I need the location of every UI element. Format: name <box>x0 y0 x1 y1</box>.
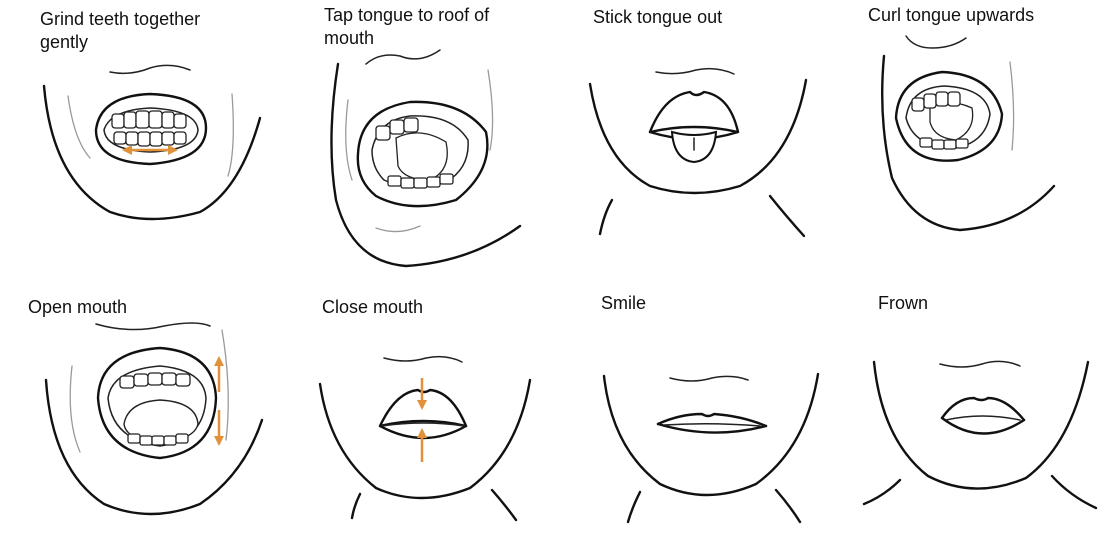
upper-teeth <box>111 110 187 129</box>
panel-label-frown: Frown <box>878 293 929 313</box>
frown-face <box>862 360 1098 510</box>
panel-label-close-mouth: Close mouth <box>322 297 424 317</box>
tap-tongue-face <box>330 49 522 268</box>
panel-label-curl-tongue: Curl tongue upwards <box>868 5 1035 25</box>
stick-tongue-face <box>588 67 808 238</box>
panel-label-tap-tongue: Tap tongue to roof of mouth <box>324 5 490 48</box>
panel-label-smile: Smile <box>601 293 647 313</box>
panel-label-stick-tongue: Stick tongue out <box>593 7 723 27</box>
open-mouth-face <box>44 322 264 516</box>
grind-teeth-face <box>42 64 262 221</box>
smile-face <box>602 372 820 524</box>
panel-label-open-mouth: Open mouth <box>28 297 128 317</box>
close-mouth-face <box>318 355 532 522</box>
panel-label-grind-teeth: Grind teeth together gently <box>40 9 201 52</box>
curl-tongue-face <box>881 35 1056 232</box>
lower-teeth <box>113 131 187 147</box>
